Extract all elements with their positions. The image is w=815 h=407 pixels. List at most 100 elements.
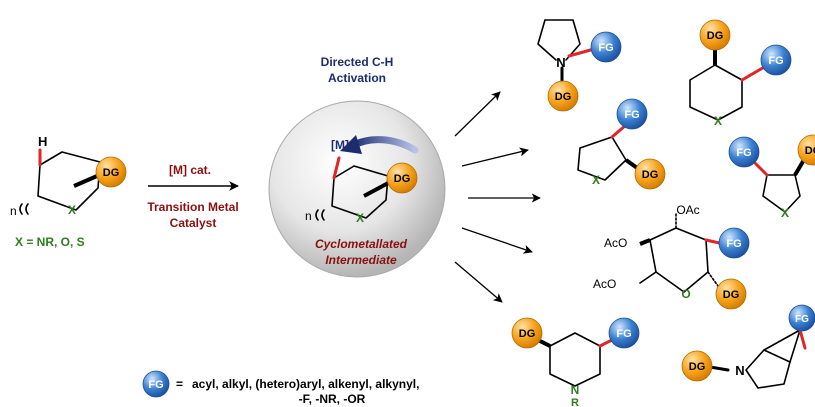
five-ring-fg-badge: FG [616, 98, 648, 130]
arrow-to-thf [461, 147, 529, 167]
pyrrolidine-n: N [556, 55, 565, 70]
svg-text:DG: DG [642, 169, 659, 181]
product-pyrrolidine: N FG DG [537, 19, 622, 112]
five-ring [577, 136, 627, 181]
dg-badge: DG [95, 156, 127, 188]
svg-text:DG: DG [555, 91, 572, 103]
substrate-structure: H X n DG X = NR, O, S [10, 134, 127, 249]
sugar-dg-hash [707, 271, 719, 287]
sugar-oac-top: OAc [676, 203, 699, 217]
legend-line-1: acyl, alkyl, (hetero)aryl, alkenyl, alky… [192, 377, 419, 391]
sugar-dg-badge: DG [715, 278, 747, 310]
six-ring-top [689, 64, 743, 121]
five-ring-right-fg-badge: FG [728, 136, 760, 168]
pyrrolidine-dg-badge: DG [547, 80, 579, 112]
n-index: n [10, 204, 17, 218]
metal-label: [M] [331, 138, 349, 152]
heading-line-1: Directed C-H [321, 55, 394, 69]
legend-line-2: -F, -NR, -OR [299, 392, 366, 406]
sugar-aco-left: AcO [604, 236, 627, 250]
svg-text:DG: DG [103, 167, 120, 179]
piperidine-r: R [571, 397, 579, 407]
intermediate-label-line-1: Cyclometallated [315, 237, 408, 251]
product-arrows [454, 91, 541, 303]
sugar-aco-bottom: AcO [593, 277, 616, 291]
svg-text:DG: DG [394, 173, 411, 185]
svg-text:FG: FG [795, 314, 809, 325]
svg-text:FG: FG [148, 379, 163, 391]
svg-text:DG: DG [707, 30, 724, 42]
product-bicycle: N DG FG [681, 304, 815, 389]
piperidine-ring [549, 332, 601, 387]
catalyst-line-1: Transition Metal [147, 200, 238, 214]
bicycle-dg-n-bond [708, 365, 730, 372]
sugar-aco-wedge [639, 238, 651, 246]
svg-text:FG: FG [598, 42, 613, 54]
bicycle-fg-badge: FG [788, 304, 815, 332]
five-ring-right [762, 174, 801, 213]
five-ring-right-x: X [781, 206, 789, 220]
intermediate-x-atom: X [356, 211, 364, 225]
legend-fg-badge: FG [142, 370, 170, 398]
five-ring-right-fg-bond [752, 160, 769, 177]
n-bracket [19, 203, 23, 215]
x-definition: X = NR, O, S [15, 235, 85, 249]
six-ring-top-fg-badge: FG [760, 44, 792, 76]
svg-text:FG: FG [616, 328, 631, 340]
five-ring-right-dg-badge: DG [797, 134, 815, 166]
product-piperidine: N R DG FG [511, 317, 640, 407]
bicycle-ring [745, 349, 791, 389]
five-ring-x: X [592, 173, 600, 187]
piperidine-fg-bond [598, 338, 614, 348]
svg-text:DG: DG [689, 361, 706, 373]
intermediate-ring [331, 165, 389, 219]
reagent-label: [M] cat. [169, 163, 211, 177]
catalyst-line-2: Catalyst [170, 216, 217, 230]
svg-text:FG: FG [736, 147, 751, 159]
pyrrolidine-fg-bond [567, 47, 596, 58]
intermediate-n-index: n [305, 209, 312, 223]
curved-arrow-head [340, 135, 362, 154]
arrow-to-piperidine [454, 261, 503, 303]
h-atom: H [38, 134, 47, 149]
bicycle-dg-badge: DG [681, 350, 713, 382]
intermediate-dg-wedge [363, 179, 393, 198]
product-five-ring-right: X FG DG [728, 134, 815, 220]
bicycle-bridge [763, 329, 801, 363]
piperidine-n: N [571, 383, 580, 397]
bicycle-n: N [735, 363, 744, 378]
sugar-ch2-bond [639, 271, 657, 284]
arrow-to-sugar [461, 227, 533, 254]
piperidine-fg-badge: FG [608, 317, 640, 349]
product-six-ring-top: X DG FG [689, 19, 792, 128]
product-sugar: OAc AcO AcO O FG DG [593, 203, 750, 310]
product-five-ring: X FG DG [577, 98, 666, 190]
six-ring-top-fg-bond [740, 64, 768, 82]
svg-text:DG: DG [805, 145, 815, 157]
svg-text:FG: FG [726, 238, 741, 250]
x-atom: X [68, 203, 76, 217]
arrow-to-pyrrolidine [454, 91, 501, 137]
intermediate-dg-badge: DG [386, 162, 418, 194]
bicycle-fg-bond [798, 328, 807, 350]
pyrrolidine-fg-badge: FG [590, 31, 622, 63]
svg-text:DG: DG [519, 328, 536, 340]
five-ring-fg-bond [610, 123, 628, 139]
svg-text:FG: FG [768, 55, 783, 67]
substrate-ring [37, 151, 101, 211]
svg-text:FG: FG [624, 109, 639, 121]
sugar-ring [649, 227, 709, 293]
fg-legend: FG = acyl, alkyl, (hetero)aryl, alkenyl,… [142, 370, 419, 406]
reaction-arrow-group: [M] cat. Transition Metal Catalyst [147, 163, 239, 230]
intermediate: Directed C-H Activation [M] n X DG Cyclo… [268, 55, 446, 278]
intermediate-label-line-2: Intermediate [325, 253, 397, 267]
six-ring-top-x: X [714, 114, 722, 128]
six-ring-top-dg-badge: DG [699, 19, 731, 51]
legend-equals: = [176, 377, 183, 391]
n-bracket-2 [25, 203, 29, 215]
sugar-ring-oxygen: O [681, 287, 690, 301]
five-ring-dg-badge: DG [634, 158, 666, 190]
pyrrolidine-ring [537, 19, 581, 61]
cm-bond [332, 156, 341, 180]
